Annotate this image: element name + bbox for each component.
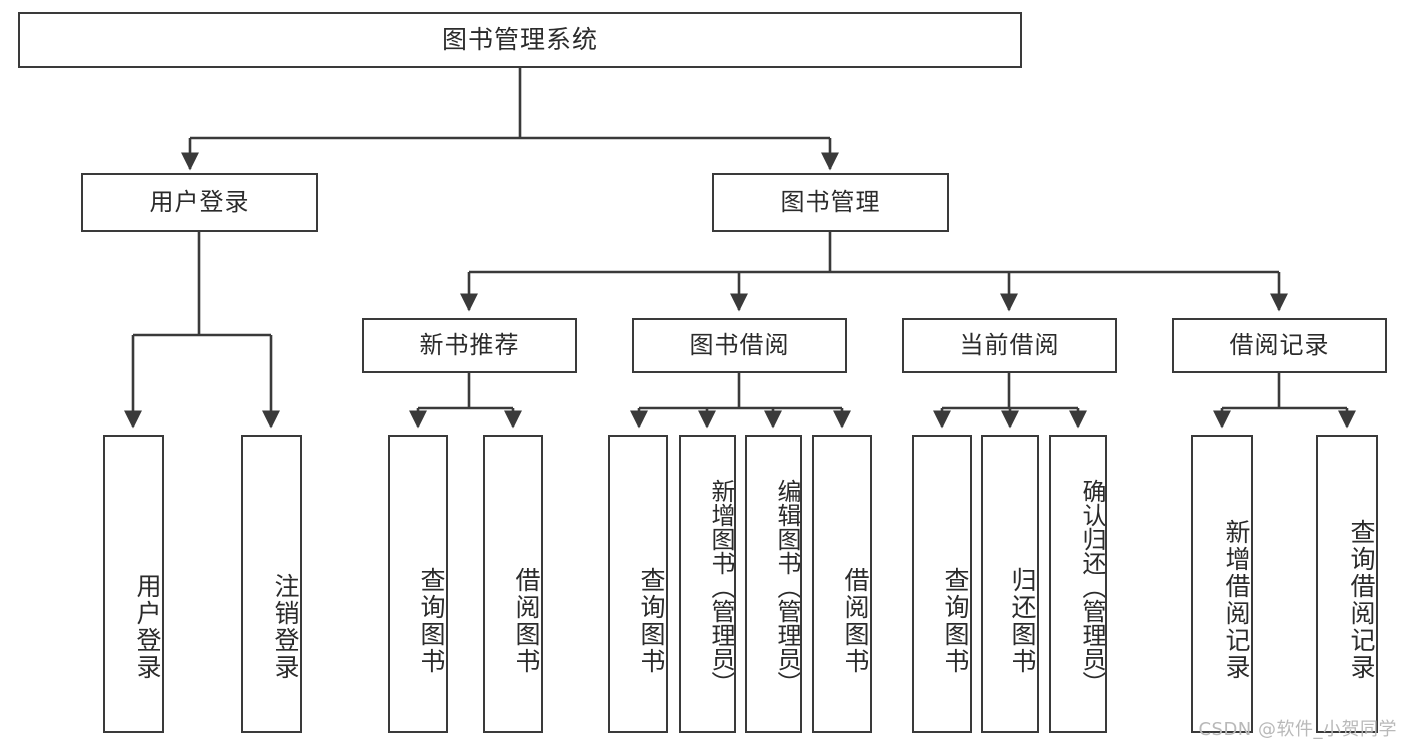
csdn-watermark: CSDN @软件_小贺同学 [1198,719,1397,740]
leaf-borrow-book-2[interactable]: 借阅图书 [812,435,872,733]
leaf-query-book-2[interactable]: 查询图书 [608,435,668,733]
leaf-add-record[interactable]: 新增借阅记录 [1191,435,1253,733]
leaf-query-book-1[interactable]: 查询图书 [388,435,448,733]
node-user-login[interactable]: 用户登录 [81,173,318,232]
leaf-return-book-label: 归还图书 [1008,567,1037,675]
leaf-edit-book[interactable]: 编辑图书（管理员） [745,435,802,733]
leaf-confirm-return[interactable]: 确认归还（管理员） [1049,435,1107,733]
node-book-manage[interactable]: 图书管理 [712,173,949,232]
leaf-borrow-book-2-label: 借阅图书 [841,567,870,675]
node-borrow-record[interactable]: 借阅记录 [1172,318,1387,373]
leaf-logout[interactable]: 注销登录 [241,435,302,733]
node-user-login-label: 用户登录 [149,188,250,217]
node-new-book-rec-label: 新书推荐 [419,331,520,360]
node-borrow-record-label: 借阅记录 [1229,331,1330,360]
leaf-return-book[interactable]: 归还图书 [981,435,1039,733]
leaf-user-login[interactable]: 用户登录 [103,435,164,733]
leaf-add-record-label: 新增借阅记录 [1222,519,1251,681]
leaf-add-book-label: 新增图书（管理员） [707,479,735,695]
leaf-query-book-2-label: 查询图书 [637,567,666,675]
node-root-label: 图书管理系统 [441,25,598,55]
leaf-query-book-1-label: 查询图书 [417,567,446,675]
leaf-borrow-book-1-label: 借阅图书 [512,567,541,675]
node-book-borrow[interactable]: 图书借阅 [632,318,847,373]
node-root[interactable]: 图书管理系统 [18,12,1022,68]
node-book-borrow-label: 图书借阅 [689,331,790,360]
leaf-logout-label: 注销登录 [271,573,300,681]
leaf-query-record-label: 查询借阅记录 [1347,519,1376,681]
node-book-manage-label: 图书管理 [780,188,881,217]
leaf-user-login-label: 用户登录 [133,573,162,681]
leaf-edit-book-label: 编辑图书（管理员） [773,479,801,695]
leaf-query-book-3-label: 查询图书 [941,567,970,675]
node-new-book-rec[interactable]: 新书推荐 [362,318,577,373]
leaf-confirm-return-label: 确认归还（管理员） [1078,479,1106,695]
node-current-borrow[interactable]: 当前借阅 [902,318,1117,373]
leaf-add-book[interactable]: 新增图书（管理员） [679,435,736,733]
leaf-query-record[interactable]: 查询借阅记录 [1316,435,1378,733]
node-current-borrow-label: 当前借阅 [959,331,1060,360]
leaf-borrow-book-1[interactable]: 借阅图书 [483,435,543,733]
leaf-query-book-3[interactable]: 查询图书 [912,435,972,733]
